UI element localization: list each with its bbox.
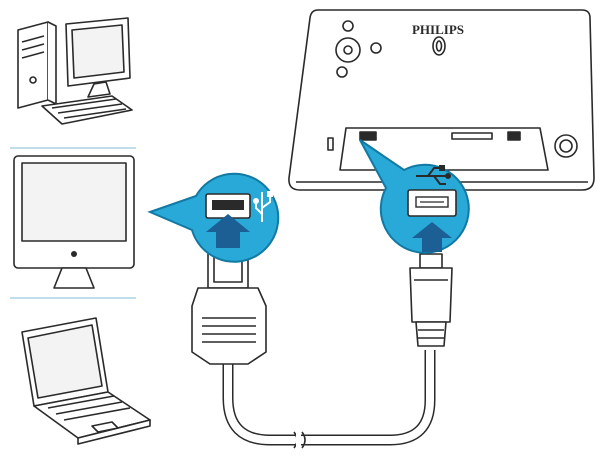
- all-in-one-computer: [13, 155, 135, 289]
- insert-arrow-left: [206, 214, 250, 248]
- usb-icon: [253, 191, 273, 222]
- usb-a-plug: [191, 249, 267, 365]
- usb-icon: [416, 165, 451, 185]
- usb-a-port-callout: [147, 172, 280, 263]
- brand-label: PHILIPS: [412, 22, 464, 37]
- photo-frame-device: [288, 9, 595, 191]
- desktop-computer: [17, 17, 133, 125]
- usb-mini-plug: [409, 253, 453, 347]
- usb-mini-port-callout: [359, 139, 470, 254]
- laptop-computer: [21, 317, 151, 445]
- usb-cable: [222, 350, 436, 450]
- insert-arrow-right: [412, 222, 452, 252]
- device-usb-slot: [359, 131, 377, 141]
